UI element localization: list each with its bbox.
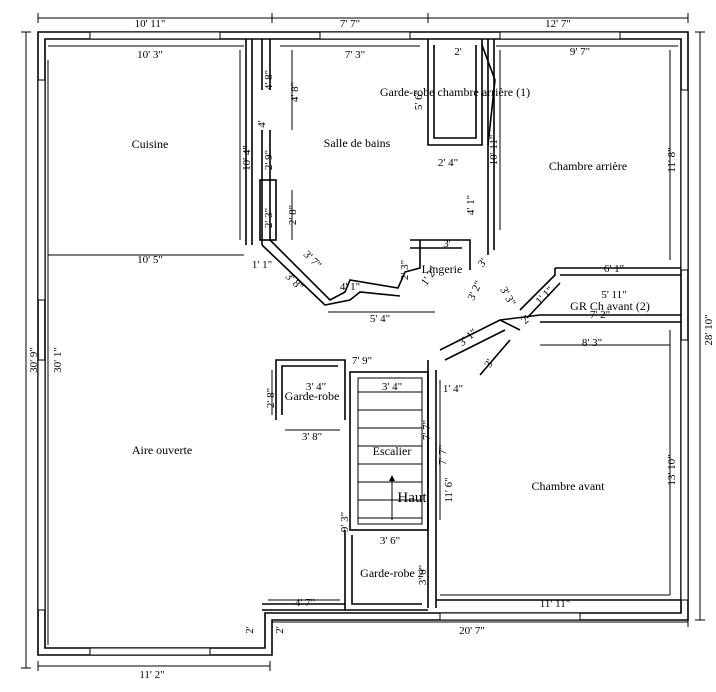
dim-d-3: 3' [476,256,490,269]
dimension-lines [21,13,705,671]
dim-left-inner: 30' 1" [52,347,64,373]
dim-esc-77a: 7' 7" [421,420,433,440]
dim-ch-arr-right: 11' 8" [666,147,678,172]
windows [37,31,689,656]
dim-ling-top: 3' [443,238,451,250]
dim-sdb-bottom: 5' 4" [370,313,390,325]
room-garde-robe-2: Garde-robe 2 [360,566,424,580]
dim-ch-av-top: 8' 3" [582,337,602,349]
stairs-haut-label: Haut [397,490,427,506]
dim-esc-top: 7' 9" [352,355,372,367]
dim-ling-d2: 3' 2" [466,279,485,302]
dim-small-41: 4' 1" [465,195,477,215]
dim-esc-14: 1' 4" [443,383,463,395]
dim-d-11: 1' 1" [533,284,556,307]
dim-small-48a: 4' 8" [263,70,275,90]
dim-ent-2a: 2' [244,626,256,634]
dim-small-28: 2' 8" [287,205,299,225]
dim-small-23: 2' 3" [263,208,275,228]
dim-diag-38: 3' 8" [283,270,306,293]
room-chambre-arriere: Chambre arrière [549,159,627,173]
dim-gr2-47: 4' 7" [295,597,315,609]
interior-walls [245,39,681,611]
dim-small-4: 4' [256,120,268,128]
dim-gr-34: 3' 4" [306,381,326,393]
dim-d-31: 3' 1" [456,327,479,349]
stair-treads [358,391,422,520]
room-gr-ch-avant: GR Ch avant (2) [570,299,650,313]
room-cuisine: Cuisine [132,137,169,151]
dim-esc-77b: 7' 7" [437,445,449,465]
dim-d-33: 3' 3" [497,285,518,309]
dim-gr-28: 2' 8" [265,388,277,408]
dim-gr2-top: 6' 1" [604,263,624,275]
dim-cuisine-top: 10' 3" [137,49,163,61]
dim-gr1-side: 5' 6" [413,90,425,110]
dim-diag-37: 3' 7" [301,248,324,271]
dim-ling-side: 2' 3" [399,260,411,280]
dim-diag-41: 4' 1" [340,281,360,293]
room-garde-robe: Garde-robe [285,389,340,403]
room-aire-ouverte: Aire ouverte [132,443,192,457]
dim-gr1-bottom: 2' 4" [438,157,458,169]
dim-top-left: 10' 11" [135,18,166,30]
dim-esc-34: 3' 4" [382,381,402,393]
dim-gr2-30: 3' 0" [417,565,429,585]
dim-esc-93: 9' 3" [339,512,351,532]
dim-sdb-top: 7' 3" [345,49,365,61]
dim-right-total: 28' 10" [703,314,715,345]
dim-ch-arr-left: 10' 11" [488,135,500,166]
dim-gr2-36: 3' 6" [380,535,400,547]
room-chambre-avant: Chambre avant [532,479,606,493]
inner-dimension-lines [47,45,678,645]
dim-ch-arr-top: 9' 7" [570,46,590,58]
room-escalier: Escalier [373,444,412,458]
dim-gr-38: 3' 8" [302,431,322,443]
dim-bottom-left: 11' 2" [139,669,164,681]
dim-gr2-small: 7' 2" [590,309,610,321]
dim-ent-2b: 2' [274,626,286,634]
dim-small-29: 2' 9" [263,150,275,170]
dim-top-right: 12' 7" [545,18,571,30]
dim-ch-av-right: 13' 10" [666,454,678,485]
room-gr-chambre-arriere: Garde-robe chambre arrière (1) [380,85,530,99]
dim-cuisine-bottom: 10' 5" [137,254,163,266]
dim-gr2-mid: 5' 11" [601,289,626,301]
room-salle-de-bains: Salle de bains [324,136,391,150]
dim-small-48b: 4' 8" [289,82,301,102]
dim-bottom-total: 20' 7" [459,625,485,637]
dim-cuisine-side: 10' 4" [241,145,253,171]
outer-walls [37,31,689,656]
dim-gr1-top: 2' [454,46,462,58]
dimension-labels: 10' 11" 7' 7" 12' 7" 10' 3" 7' 3" 2' 9' … [28,18,715,681]
dim-esc-116: 11' 6" [443,477,455,502]
room-lingerie: Lingerie [422,262,463,276]
dim-small-11: 1' 1" [252,259,272,271]
dim-left-total: 30' 9" [28,347,40,373]
dim-ch-av-bottom: 11' 11" [540,598,570,610]
dim-top-mid: 7' 7" [340,18,360,30]
